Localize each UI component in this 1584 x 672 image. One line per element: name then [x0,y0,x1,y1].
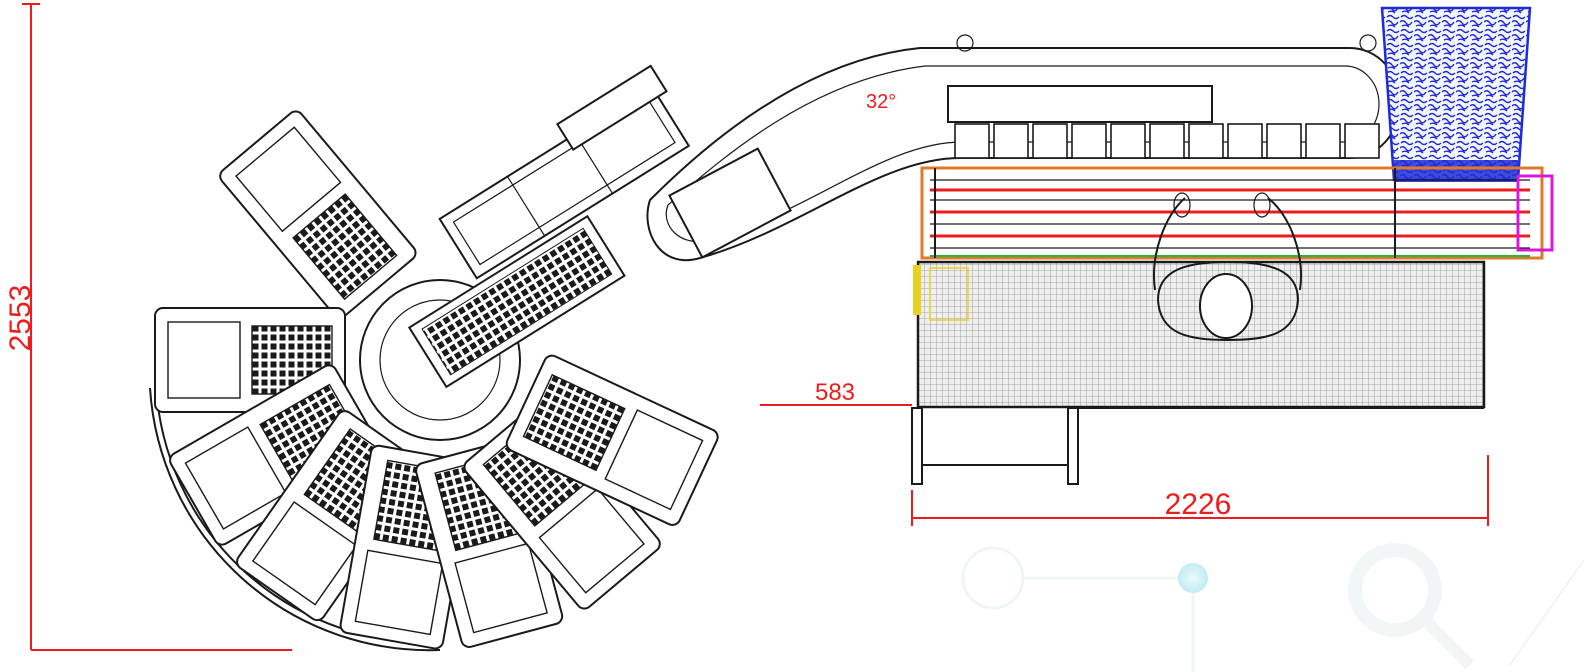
conveyor-slat [1032,123,1068,159]
conveyor-slat [993,123,1029,159]
mesh-worktable [911,260,1486,485]
angled-feeder [407,64,691,389]
length-dimension-label: 2226 [1165,488,1232,521]
worktable-frame [920,166,1554,260]
height-dimension-label: 2553 [4,285,37,352]
conveyor-slat [954,123,990,159]
conveyor-slat [1266,123,1302,159]
operator-figure [1153,192,1302,342]
conveyor-slat [1305,123,1341,159]
watermark-decoration [961,543,1584,672]
carousel-station [505,354,719,526]
carousel-station [219,110,417,319]
height-dimension: 2553 [4,3,292,651]
conveyor-slat [1188,123,1224,159]
gap-dimension-label: 583 [815,379,855,406]
rotary-carousel [149,110,719,652]
conveyor-slat [1110,123,1146,159]
collection-bin [1380,6,1532,182]
conveyor-slat [1071,123,1107,159]
gap-dimension: 583 [760,379,912,406]
conveyor-slat [1149,123,1185,159]
angle-label: 32° [866,91,896,113]
conveyor-slat [1227,123,1263,159]
conveyor-slat [1344,123,1380,159]
length-dimension: 2226 [911,455,1489,526]
curved-conveyor: 32° [646,34,1401,262]
